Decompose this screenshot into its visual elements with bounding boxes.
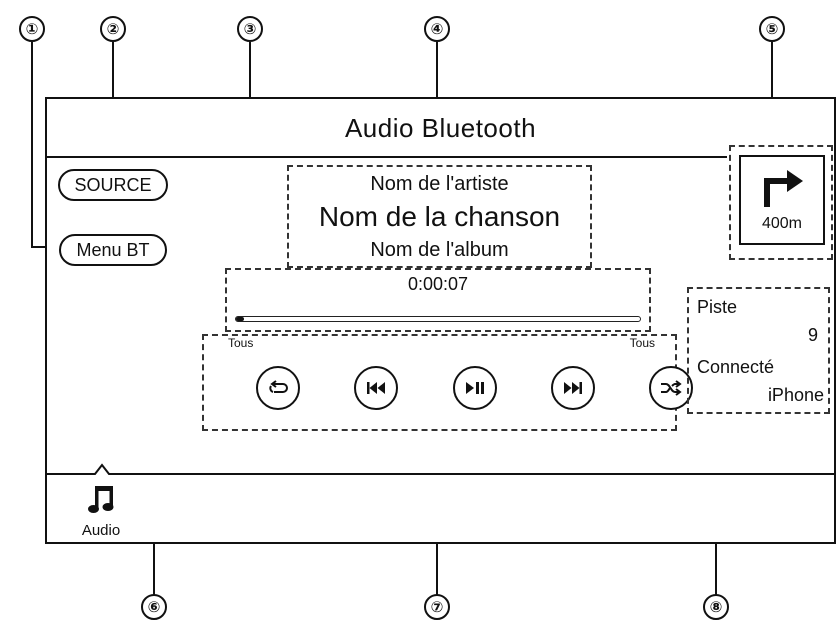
playback-time-area: 0:00:07 bbox=[225, 268, 651, 332]
track-number-label: Piste bbox=[697, 297, 738, 317]
elapsed-time: 0:00:07 bbox=[407, 274, 469, 294]
repeat-button[interactable] bbox=[256, 366, 300, 410]
page-title: Audio Bluetooth bbox=[344, 113, 537, 143]
tab-audio-label: Audio bbox=[81, 522, 121, 539]
callout-marker-2: ② bbox=[100, 16, 126, 42]
progress-bar-fill bbox=[236, 317, 245, 321]
song-title: Nom de la chanson bbox=[318, 201, 561, 232]
tab-audio[interactable]: Audio bbox=[71, 479, 141, 541]
leader-line-1 bbox=[31, 42, 33, 247]
play-pause-button[interactable] bbox=[453, 366, 497, 410]
callout-marker-4: ④ bbox=[424, 16, 450, 42]
repeat-mode-label: Tous bbox=[228, 336, 254, 350]
callout-marker-6: ⑥ bbox=[141, 594, 167, 620]
shuffle-button[interactable] bbox=[649, 366, 693, 410]
tab-bar-divider bbox=[47, 463, 834, 475]
play-pause-icon bbox=[466, 382, 484, 394]
previous-track-icon bbox=[367, 382, 385, 394]
shuffle-icon bbox=[661, 380, 682, 396]
track-number: 9 bbox=[807, 325, 818, 345]
callout-marker-5: ⑤ bbox=[759, 16, 785, 42]
callout-marker-3: ③ bbox=[237, 16, 263, 42]
previous-track-button[interactable] bbox=[354, 366, 398, 410]
repeat-icon bbox=[269, 380, 288, 393]
track-status-panel: Piste 9 Connecté iPhone bbox=[687, 287, 830, 414]
next-track-icon bbox=[564, 382, 582, 394]
turn-right-arrow-icon bbox=[764, 170, 803, 207]
shuffle-mode-label: Tous bbox=[629, 336, 655, 350]
artist-name: Nom de l'artiste bbox=[370, 173, 509, 195]
header-divider bbox=[47, 156, 727, 158]
leader-line-4 bbox=[436, 42, 438, 114]
connection-status: Connecté bbox=[697, 357, 775, 377]
turn-distance: 400m bbox=[761, 215, 803, 232]
album-name: Nom de l'album bbox=[370, 239, 509, 261]
leader-line-5 bbox=[771, 42, 773, 143]
callout-marker-1: ① bbox=[19, 16, 45, 42]
progress-bar[interactable] bbox=[235, 316, 641, 322]
turn-indicator: 400m bbox=[739, 155, 825, 245]
track-info: Nom de l'artiste Nom de la chanson Nom d… bbox=[287, 165, 592, 268]
menu-bt-button[interactable]: Menu BT bbox=[59, 234, 167, 266]
music-note-icon bbox=[88, 486, 114, 513]
navigation-widget[interactable]: 400m bbox=[729, 145, 833, 260]
next-track-button[interactable] bbox=[551, 366, 595, 410]
connected-device-name: iPhone bbox=[767, 385, 824, 405]
playback-controls: Tous Tous bbox=[202, 334, 693, 431]
callout-marker-7: ⑦ bbox=[424, 594, 450, 620]
audio-screen: Audio Bluetooth SOURCE Menu BT Nom de l'… bbox=[45, 97, 836, 544]
callout-marker-8: ⑧ bbox=[703, 594, 729, 620]
source-button[interactable]: SOURCE bbox=[58, 169, 168, 201]
